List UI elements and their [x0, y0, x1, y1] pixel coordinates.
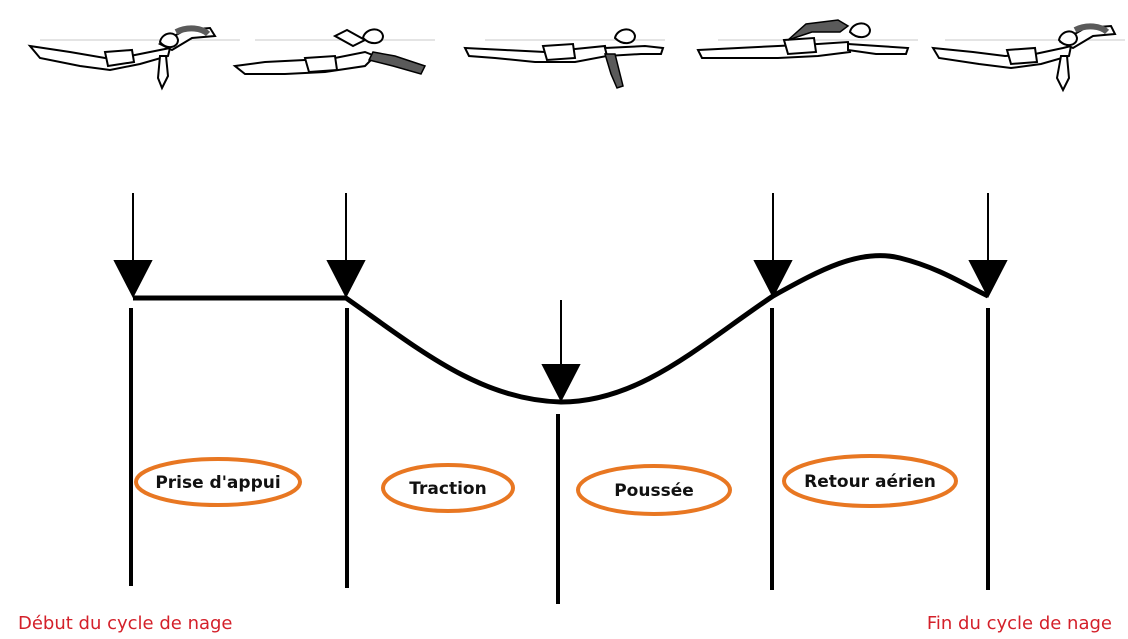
phase-text: Traction — [409, 479, 486, 499]
arrow-down-icon — [968, 193, 1008, 299]
swimmer-arm-entry-illustration — [27, 25, 240, 91]
phase-ellipse — [576, 464, 732, 516]
swimmer-arm-push-illustration — [463, 28, 665, 89]
cycle-start-label: Début du cycle de nage — [18, 613, 233, 634]
phase-ellipse — [782, 454, 958, 508]
hand-trajectory-curve — [133, 253, 990, 405]
arrow-down-icon — [326, 193, 366, 299]
phase-label-poussee: Poussée — [576, 464, 732, 516]
phase-text: Prise d'appui — [155, 473, 280, 493]
phase-ellipse — [134, 457, 302, 507]
phase-ellipse — [381, 463, 515, 513]
arrow-down-icon — [753, 193, 793, 299]
phase-arrows — [113, 193, 1008, 403]
cycle-end-label: Fin du cycle de nage — [927, 613, 1112, 634]
arrow-down-icon — [541, 300, 581, 403]
phase-label-prise: Prise d'appui — [134, 457, 302, 507]
swimmers-row — [27, 19, 1125, 93]
phase-label-traction: Traction — [381, 463, 515, 513]
phase-text: Poussée — [614, 481, 694, 501]
phase-text: Retour aérien — [804, 472, 936, 492]
swimmer-arm-pull-illustration — [232, 28, 435, 75]
arrow-down-icon — [113, 193, 153, 299]
swimmer-arm-entry-end-illustration — [931, 23, 1125, 93]
phase-label-retour: Retour aérien — [782, 454, 958, 508]
phase-separators — [129, 308, 990, 604]
swimmer-arm-exit-illustration — [696, 19, 918, 59]
